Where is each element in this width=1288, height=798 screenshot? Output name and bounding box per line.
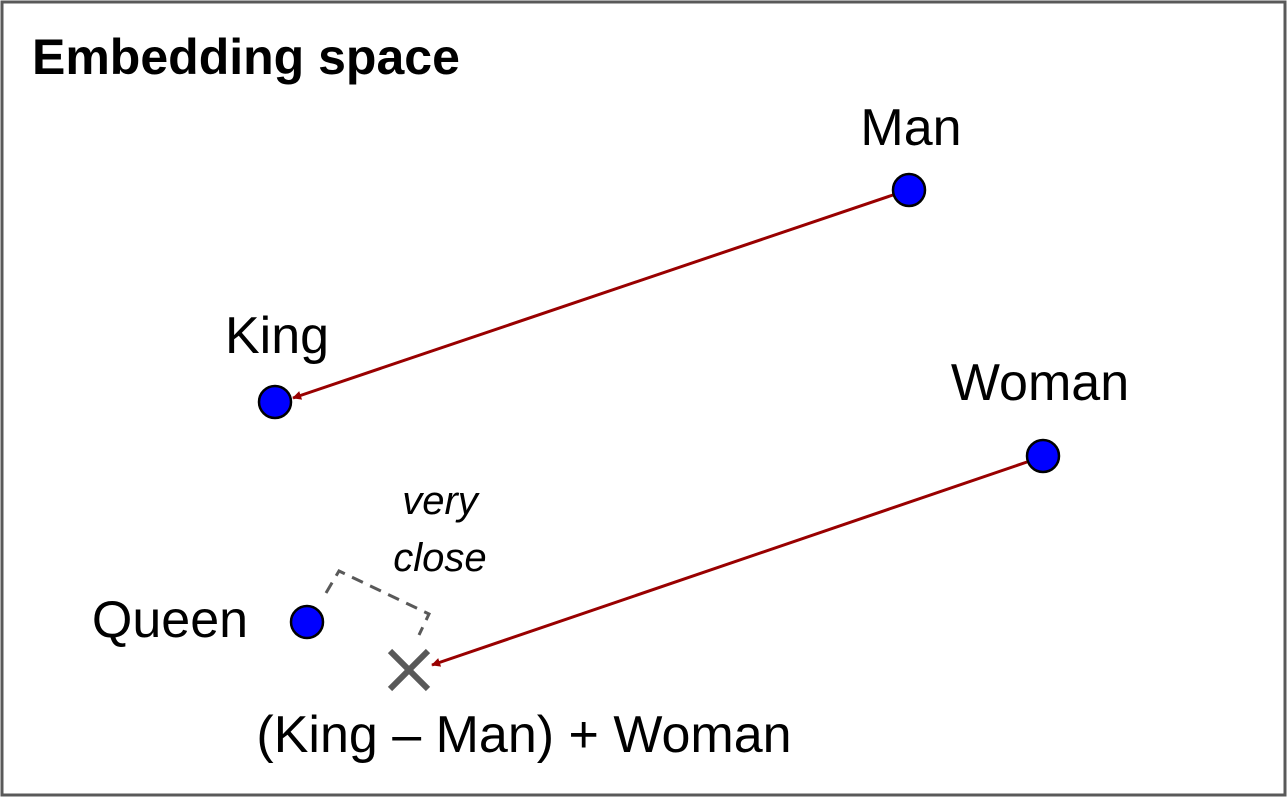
point-queen xyxy=(289,604,325,640)
annotation-line-1: very xyxy=(402,479,481,523)
label-king: King xyxy=(225,307,329,365)
label-man: Man xyxy=(860,99,961,157)
label-result: (King – Man) + Woman xyxy=(256,706,791,764)
point-king xyxy=(257,384,293,420)
diagram-title: Embedding space xyxy=(32,29,460,85)
arrow-woman-to-result xyxy=(431,460,1028,667)
label-queen: Queen xyxy=(92,591,248,649)
label-woman: Woman xyxy=(951,354,1129,412)
x-mark-icon xyxy=(387,648,431,692)
annotation-line-2: close xyxy=(393,536,486,580)
point-woman xyxy=(1025,438,1061,474)
arrow-man-to-king xyxy=(292,193,894,400)
point-man xyxy=(891,172,927,208)
